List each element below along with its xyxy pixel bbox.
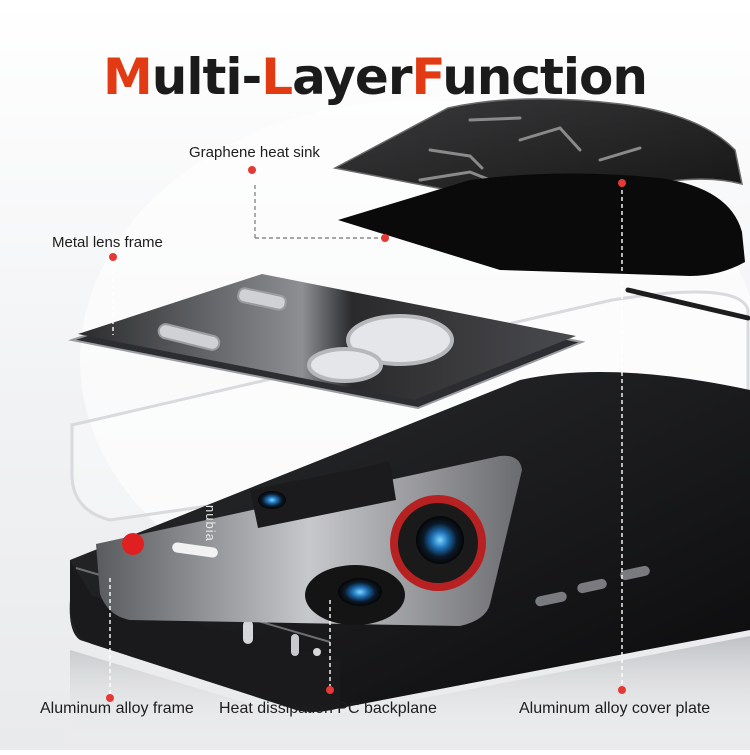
label-aluminum-alloy-cover-plate: Aluminum alloy cover plate bbox=[519, 700, 711, 717]
page-title: Multi-LayerFunction bbox=[0, 48, 750, 106]
title-segment-1: ulti- bbox=[151, 47, 263, 106]
title-letter-f: F bbox=[411, 47, 444, 106]
cover-plate-dark-strip bbox=[250, 462, 396, 528]
label-aluminum-alloy-frame: Aluminum alloy frame bbox=[40, 700, 194, 717]
leader-lines bbox=[109, 183, 623, 700]
side-button-2 bbox=[577, 578, 607, 594]
title-letter-m: M bbox=[102, 47, 153, 106]
title-letter-l: L bbox=[261, 47, 293, 106]
floor-reflection bbox=[70, 636, 750, 750]
label-graphene-heat-sink: Graphene heat sink bbox=[189, 144, 320, 161]
pin-accessory bbox=[625, 287, 750, 321]
graphene-film bbox=[338, 173, 745, 276]
label-metal-lens-frame: Metal lens frame bbox=[52, 234, 163, 251]
title-segment-2: ayer bbox=[292, 47, 412, 106]
sensor-cutout bbox=[237, 287, 287, 311]
flash-cutout bbox=[157, 323, 221, 351]
label-heat-dissipation-backplane: Heat dissipation PC backplane bbox=[219, 700, 437, 717]
title-segment-3: unction bbox=[442, 47, 648, 106]
small-camera-lens bbox=[258, 491, 286, 509]
second-camera-lens bbox=[338, 578, 382, 606]
red-key bbox=[122, 533, 144, 555]
phone-brand-text: nubia bbox=[203, 505, 218, 542]
side-button-1 bbox=[535, 591, 567, 607]
phone-side-frame bbox=[70, 560, 340, 712]
side-button-3 bbox=[620, 565, 650, 581]
marker-dots bbox=[106, 166, 626, 702]
side-port-3 bbox=[291, 634, 299, 656]
main-camera-lens bbox=[416, 516, 464, 564]
metal-lens-frame-top bbox=[78, 274, 576, 400]
side-mic-hole bbox=[313, 648, 321, 656]
lens-cutout-small bbox=[307, 347, 383, 383]
flash-strip bbox=[172, 542, 218, 558]
graphene-pattern bbox=[418, 116, 642, 186]
lens-cutout-large bbox=[346, 314, 454, 366]
side-port-2 bbox=[243, 620, 253, 644]
